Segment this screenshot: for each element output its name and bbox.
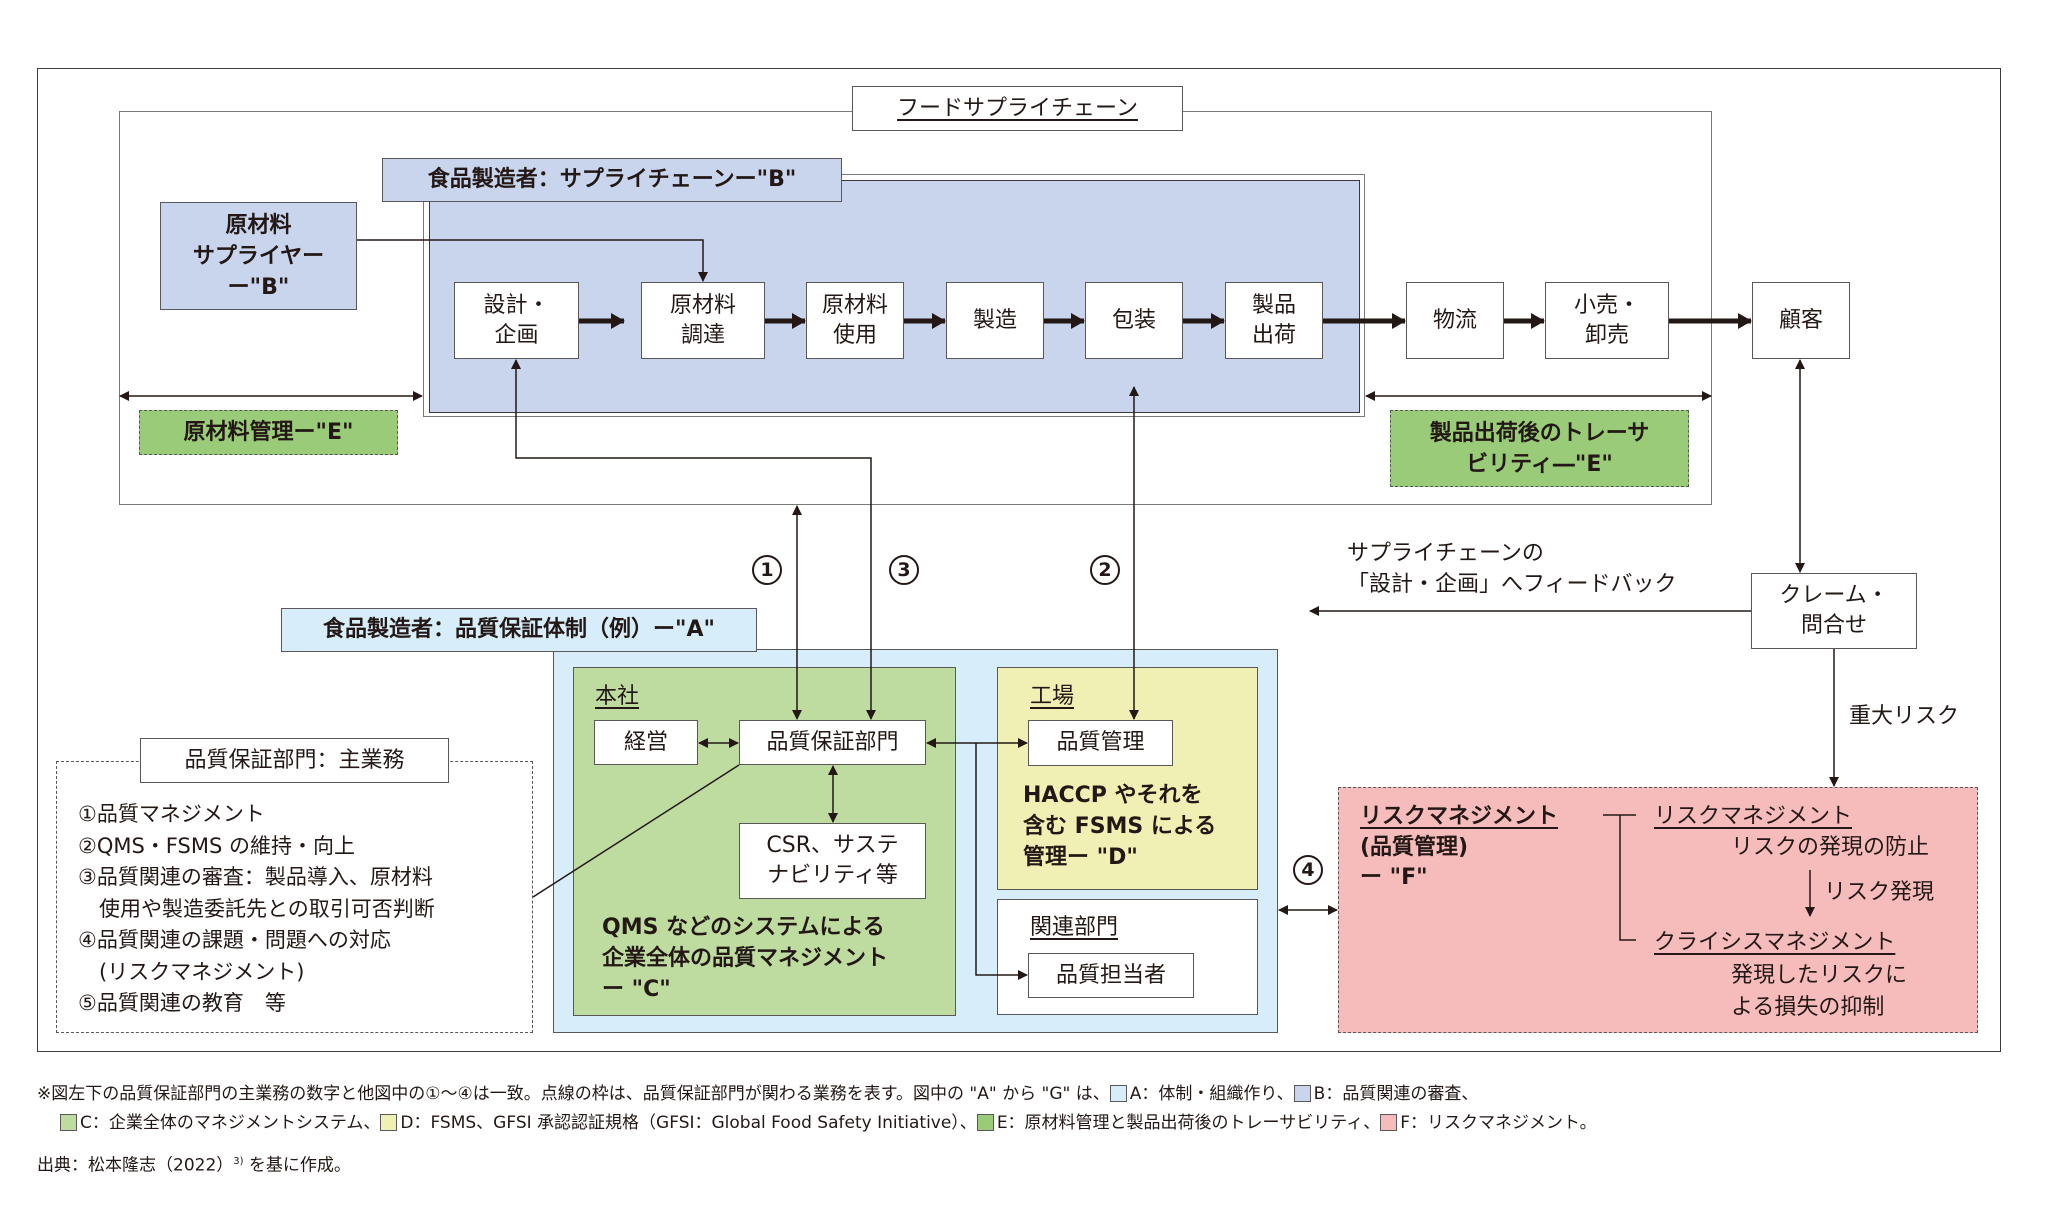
qa-department-box[interactable]: 品質保証部門 xyxy=(739,720,926,765)
qa-system-label-a: 食品製造者：品質保証体制（例）ー"A" xyxy=(281,608,757,652)
qa-duty-item: ④品質関連の課題・問題への対応 xyxy=(78,928,391,952)
footnote-line-2: C：企業全体のマネジメントシステム、 D：FSMS、GFSI 承認認証規格（GFS… xyxy=(60,1111,1597,1135)
step-design-planning[interactable]: 設計・ 企画 xyxy=(454,282,579,359)
legend-swatch-d xyxy=(380,1114,398,1131)
related-departments-title: 関連部門 xyxy=(1030,915,1119,940)
raw-material-supplier: 原材料 サプライヤー ー"B" xyxy=(160,202,357,310)
hq-description-c: QMS などのシステムによる 企業全体の品質マネジメント ー "C" xyxy=(602,915,889,1002)
legend-text-b: B：品質関連の審査、 xyxy=(1313,1084,1479,1104)
qa-duties-list: ①品質マネジメント ②QMS・FSMS の維持・向上 ③品質関連の審査：製品導入… xyxy=(78,799,435,1020)
circled-number-1: 1 xyxy=(752,555,782,585)
legend-swatch-b xyxy=(1293,1085,1311,1102)
legend-text-c: C：企業全体のマネジメントシステム、 xyxy=(80,1113,381,1133)
step-logistics[interactable]: 物流 xyxy=(1406,282,1504,359)
factory-description-d: HACCP やそれを 含む FSMS による 管理ー "D" xyxy=(1023,783,1217,870)
factory-title: 工場 xyxy=(1030,684,1075,709)
legend-swatch-f xyxy=(1380,1114,1398,1131)
legend-swatch-a xyxy=(1109,1085,1127,1102)
step-packaging[interactable]: 包装 xyxy=(1085,282,1183,359)
footnote-line-1: ※図左下の品質保証部門の主業務の数字と他図中の①〜④は一致。点線の枠は、品質保証… xyxy=(37,1082,1478,1106)
qa-duty-item: (リスクマネジメント) xyxy=(78,959,305,984)
risk-management-area-f xyxy=(1338,787,1978,1033)
step-raw-material-procurement[interactable]: 原材料 調達 xyxy=(641,282,765,359)
source-reference: 3) xyxy=(233,1156,244,1167)
qa-duty-item: 使用や製造委託先との取引可否判断 xyxy=(78,896,435,921)
legend-text-f: F：リスクマネジメント。 xyxy=(1400,1113,1597,1133)
customer[interactable]: 顧客 xyxy=(1752,282,1850,359)
management-box[interactable]: 経営 xyxy=(594,720,698,765)
step-product-shipping[interactable]: 製品 出荷 xyxy=(1225,282,1323,359)
feedback-text: サプライチェーンの 「設計・企画」へフィードバック xyxy=(1347,541,1677,597)
circled-number-4: 4 xyxy=(1293,855,1323,885)
food-supply-chain-title: フードサプライチェーン xyxy=(852,86,1183,131)
legend-swatch-c xyxy=(60,1114,77,1131)
risk-code: ー "F" xyxy=(1360,865,1428,890)
quality-control-box[interactable]: 品質管理 xyxy=(1028,720,1173,766)
manufacturer-supply-chain-label: 食品製造者：サプライチェーンー"B" xyxy=(382,158,842,202)
step-retail-wholesale[interactable]: 小売・ 卸売 xyxy=(1545,282,1669,359)
source-prefix: 出典：松本隆志（2022） xyxy=(37,1155,234,1176)
footnote-intro: ※図左下の品質保証部門の主業務の数字と他図中の①〜④は一致。点線の枠は、品質保証… xyxy=(37,1084,1110,1104)
csr-sustainability-box[interactable]: CSR、サステ ナビリティ等 xyxy=(739,823,926,899)
circled-number-2: 2 xyxy=(1090,555,1120,585)
circled-number-3: 3 xyxy=(889,555,919,585)
outer-frame xyxy=(37,68,2001,1052)
qa-duty-item: ⑤品質関連の教育 等 xyxy=(78,991,286,1015)
factory-area-d xyxy=(997,667,1258,890)
crisis-mitigation-text: 発現したリスクに よる損失の抑制 xyxy=(1731,963,1908,1020)
crisis-management-subtitle: クライシスマネジメント xyxy=(1654,930,1896,955)
qa-duties-title: 品質保証部門：主業務 xyxy=(140,738,449,783)
source-suffix: を基に作成。 xyxy=(243,1155,351,1176)
legend-text-a: A：体制・組織作り、 xyxy=(1129,1084,1294,1104)
legend-swatch-e xyxy=(976,1114,994,1131)
qa-duty-item: ②QMS・FSMS の維持・向上 xyxy=(78,833,355,858)
hq-title: 本社 xyxy=(595,684,640,709)
quality-person-box[interactable]: 品質担当者 xyxy=(1028,953,1194,998)
food-supply-chain-title-text: フードサプライチェーン xyxy=(897,95,1138,121)
risk-subtitle: (品質管理) xyxy=(1360,835,1469,860)
risk-occurrence-label: リスク発現 xyxy=(1824,880,1935,905)
post-shipment-traceability-e: 製品出荷後のトレーサ ビリティ―"E" xyxy=(1390,410,1689,487)
legend-text-e: E：原材料管理と製品出荷後のトレーサビリティ、 xyxy=(996,1113,1381,1133)
major-risk-label: 重大リスク xyxy=(1849,704,1960,729)
step-raw-material-use[interactable]: 原材料 使用 xyxy=(806,282,904,359)
qa-duty-item: ①品質マネジメント xyxy=(78,802,265,826)
raw-material-management-e: 原材料管理ー"E" xyxy=(139,410,398,455)
legend-text-d: D：FSMS、GFSI 承認認証規格（GFSI：Global Food Safe… xyxy=(400,1113,977,1133)
source-line: 出典：松本隆志（2022）3) を基に作成。 xyxy=(37,1150,351,1178)
risk-prevention-text: リスクの発現の防止 xyxy=(1731,835,1930,860)
qa-duty-item: ③品質関連の審査：製品導入、原材料 xyxy=(78,865,433,889)
step-manufacturing[interactable]: 製造 xyxy=(946,282,1044,359)
risk-management-subtitle: リスクマネジメント xyxy=(1654,804,1853,829)
risk-title: リスクマネジメント xyxy=(1360,804,1559,829)
claims-inquiries[interactable]: クレーム・ 問合せ xyxy=(1751,573,1917,649)
